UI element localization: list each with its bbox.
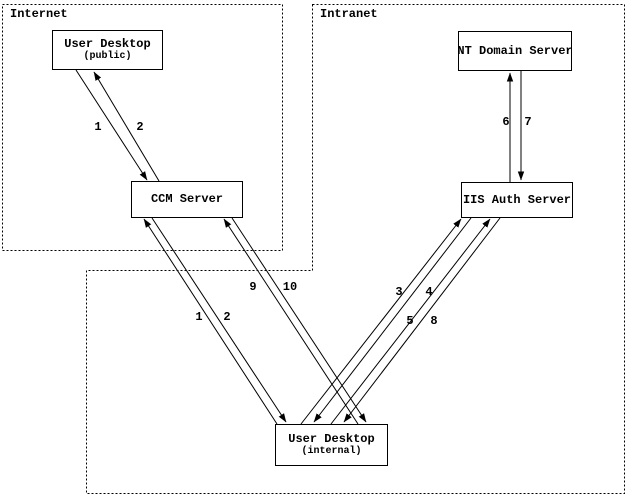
arrow-label-8: 8 [430,314,438,328]
node-label: User Desktop [64,37,151,51]
intranet-zone-border [86,4,625,494]
arrow-label-7: 7 [524,115,532,129]
node-ccm-server: CCM Server [131,181,243,218]
arrow-8-iis-to-internal-desktop [343,217,501,423]
arrow-label-1-public: 1 [94,120,102,134]
node-iis-auth-server: IIS Auth Server [461,182,573,218]
arrow-9-internal-desktop-to-ccm [223,218,359,425]
node-nt-domain-server: NT Domain Server [457,31,573,71]
arrow-4-iis-to-internal-desktop [313,217,472,423]
arrow-5-internal-desktop-to-iis [330,218,491,425]
node-label: IIS Auth Server [462,192,572,207]
message-arrows [75,69,525,425]
arrow-1-internal-desktop-to-ccm [143,218,278,425]
internet-zone-label: Internet [10,7,68,21]
node-user-desktop-public: User Desktop (public) [52,30,163,70]
internet-zone-border [2,4,283,251]
node-label: CCM Server [150,192,223,206]
arrow-label-2-public: 2 [136,120,144,134]
node-sublabel: (internal) [301,446,362,457]
arrow-label-10: 10 [282,280,298,294]
arrow-label-6: 6 [502,115,510,129]
intranet-zone-label: Intranet [320,7,378,21]
arrow-1-public-desktop-to-ccm [75,69,148,181]
arrow-label-5: 5 [406,314,414,328]
node-user-desktop-internal: User Desktop (internal) [275,424,388,466]
node-sublabel: (public) [83,51,132,62]
arrow-3-internal-desktop-to-iis [300,218,462,425]
arrow-label-9: 9 [249,280,257,294]
arrow-label-4: 4 [425,285,433,299]
arrow-label-3: 3 [395,285,403,299]
node-label: User Desktop [288,432,375,446]
node-label: NT Domain Server [457,43,573,58]
arrow-label-2-internal: 2 [223,310,231,324]
arrow-label-1-internal: 1 [195,310,203,324]
arrow-10-ccm-to-internal-desktop [231,217,367,423]
arrow-2-ccm-to-public-desktop [93,71,160,182]
arrow-2-ccm-to-internal-desktop [151,217,287,423]
